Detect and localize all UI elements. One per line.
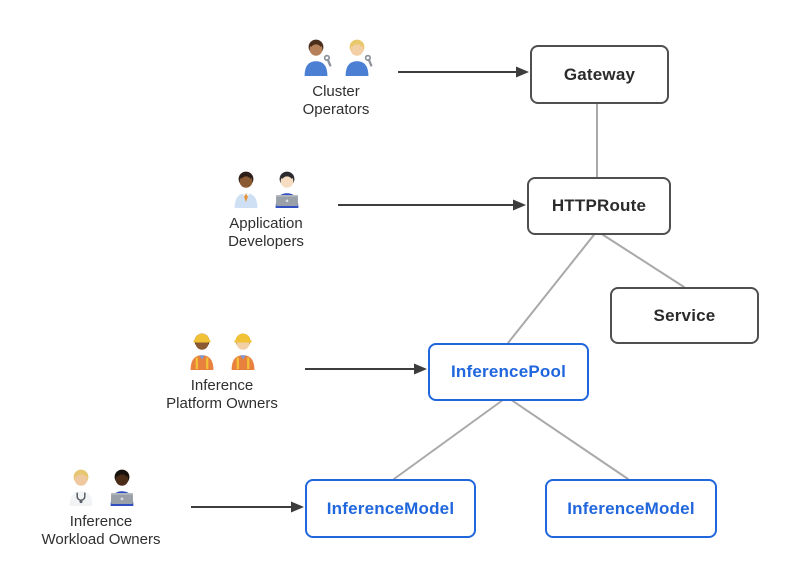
actor-label-line: Operators xyxy=(302,100,370,118)
woman-technologist-emoji xyxy=(275,171,298,208)
actor-label-line: Inference xyxy=(69,513,133,530)
edge-httproute-inferencepool xyxy=(507,230,598,344)
edge-inferencepool-inferencemodel1 xyxy=(393,396,508,480)
actor-label-line: Developers xyxy=(228,232,304,250)
edge-inferencepool-inferencemodel2 xyxy=(506,396,629,480)
actor-cluster-operators: Cluster Operators xyxy=(236,34,436,118)
arrowhead-icon xyxy=(513,199,526,211)
woman-mechanic-emoji xyxy=(345,39,372,76)
node-gateway: Gateway xyxy=(530,45,669,104)
node-inferencepool: InferencePool xyxy=(428,343,589,401)
node-inferencemodel-left: InferenceModel xyxy=(305,479,476,538)
arrowhead-icon xyxy=(414,363,427,375)
node-service: Service xyxy=(610,287,759,344)
actor-label: Inference Platform Owners xyxy=(166,377,278,412)
inference-platform-owners-emoji-pair xyxy=(183,328,262,372)
actor-label: Cluster Operators xyxy=(303,83,370,118)
actor-label-line: Cluster xyxy=(312,83,360,100)
actor-label-line: Platform Owners xyxy=(166,394,278,412)
man-office-worker-emoji xyxy=(234,171,257,208)
arrow-inference-platform-owners-to-inferencepool xyxy=(305,363,427,375)
woman-construction-worker-emoji xyxy=(190,333,213,370)
actor-inference-platform-owners: Inference Platform Owners xyxy=(122,328,322,412)
actor-label-line: Inference xyxy=(190,377,254,394)
man-technologist-emoji xyxy=(110,469,133,506)
actor-label: Inference Workload Owners xyxy=(42,513,161,548)
cluster-operators-emoji-pair xyxy=(297,34,376,78)
arrow-cluster-operators-to-gateway xyxy=(398,66,529,78)
man-construction-worker-emoji xyxy=(231,333,254,370)
arrow-application-developers-to-httproute xyxy=(338,199,526,211)
arrowhead-icon xyxy=(291,501,304,513)
node-inferencemodel-right: InferenceModel xyxy=(545,479,717,538)
arrowhead-icon xyxy=(516,66,529,78)
inference-workload-owners-emoji-pair xyxy=(62,464,141,508)
arrow-inference-workload-owners-to-inferencemodel1 xyxy=(191,501,304,513)
actor-label-line: Workload Owners xyxy=(41,530,161,548)
actor-application-developers: Application Developers xyxy=(166,166,366,250)
health-worker-emoji xyxy=(69,469,92,506)
actor-label-line: Application xyxy=(229,215,303,232)
actor-label: Application Developers xyxy=(228,215,304,250)
application-developers-emoji-pair xyxy=(227,166,306,210)
actor-inference-workload-owners: Inference Workload Owners xyxy=(1,464,201,548)
node-httproute: HTTPRoute xyxy=(527,177,671,235)
edge-httproute-service xyxy=(596,230,685,288)
man-mechanic-emoji xyxy=(304,39,331,76)
